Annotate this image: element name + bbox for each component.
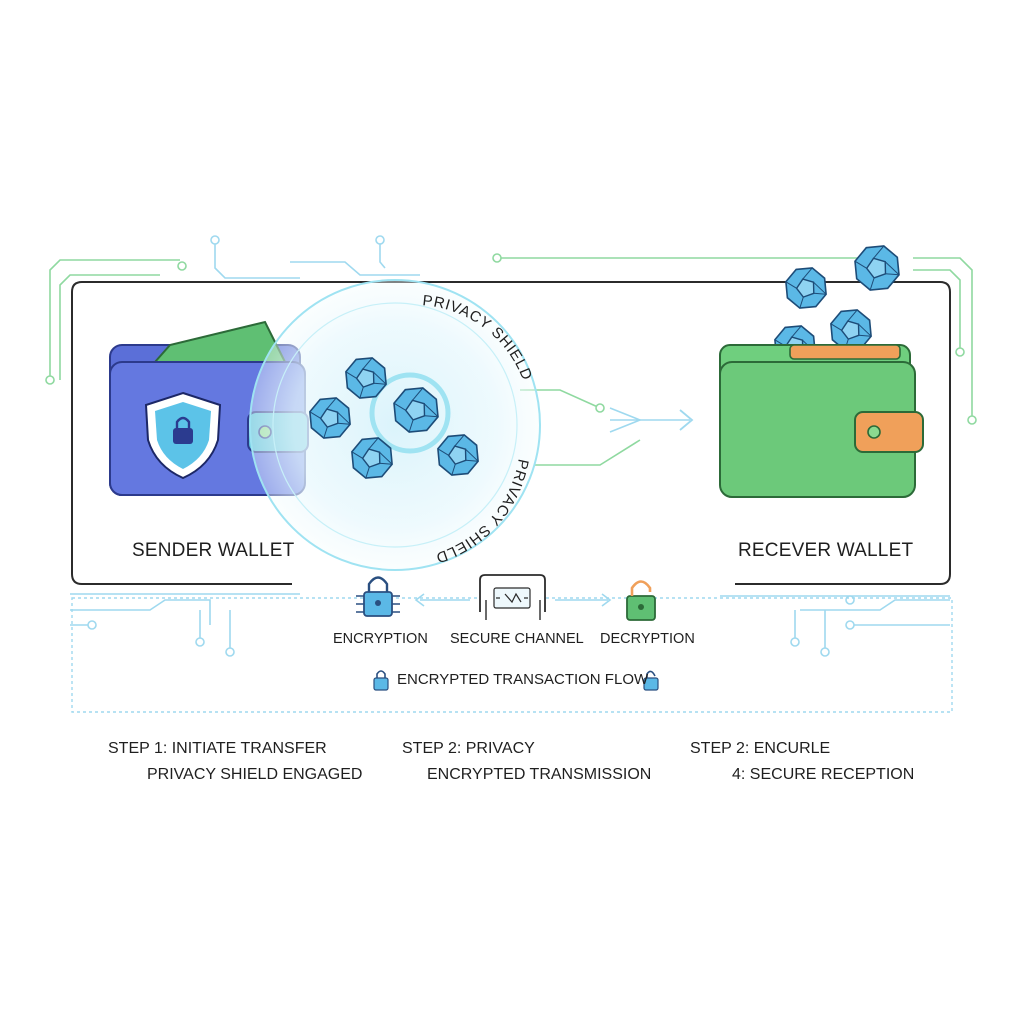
flow-arrow-head bbox=[679, 409, 694, 431]
channel-arrow-right bbox=[601, 593, 612, 607]
encrypted-flow-label: ENCRYPTED TRANSACTION FLOW bbox=[397, 671, 649, 688]
token-icon bbox=[854, 245, 900, 291]
sender-wallet-label: SENDER WALLET bbox=[132, 540, 295, 561]
channel-arrow-left bbox=[414, 593, 425, 607]
step-2-subtitle: ENCRYPTED TRANSMISSION bbox=[427, 766, 652, 783]
receiver-wallet bbox=[719, 344, 924, 498]
lock-icon bbox=[356, 576, 400, 617]
secure-channel-icon bbox=[479, 574, 546, 620]
flow-dashed-frame bbox=[71, 597, 953, 713]
circuit-nodes-green bbox=[45, 253, 977, 425]
step-3-title: STEP 2: ENCURLE bbox=[690, 740, 831, 757]
step-3-subtitle: 4: SECURE RECEPTION bbox=[732, 766, 915, 783]
token-icon bbox=[345, 357, 387, 399]
token-icon bbox=[393, 387, 439, 433]
diagram-frame bbox=[71, 281, 951, 585]
privacy-shield bbox=[249, 279, 541, 571]
token-icon bbox=[309, 397, 351, 439]
token-icon bbox=[437, 434, 479, 476]
step-1-subtitle: PRIVACY SHIELD ENGAGED bbox=[147, 766, 363, 783]
unlock-icon bbox=[626, 580, 656, 621]
receiver-wallet-label: RECEVER WALLET bbox=[738, 540, 914, 561]
circuit-traces-blue bbox=[70, 240, 950, 652]
step-1-title: STEP 1: INITIATE TRANSFER bbox=[108, 740, 327, 757]
crypto-tokens bbox=[309, 245, 900, 479]
decryption-label: DECRYPTION bbox=[600, 631, 695, 647]
flow-lock-icon-left bbox=[373, 670, 389, 691]
secure-channel-label: SECURE CHANNEL bbox=[450, 631, 584, 647]
circuit-nodes-blue bbox=[87, 235, 855, 657]
shield-lock-icon bbox=[144, 391, 222, 480]
flow-lock-icon-right bbox=[643, 670, 659, 691]
token-icon bbox=[785, 267, 827, 309]
encryption-label: ENCRYPTION bbox=[333, 631, 428, 647]
step-2-title: STEP 2: PRIVACY bbox=[402, 740, 535, 757]
token-icon bbox=[351, 437, 393, 479]
